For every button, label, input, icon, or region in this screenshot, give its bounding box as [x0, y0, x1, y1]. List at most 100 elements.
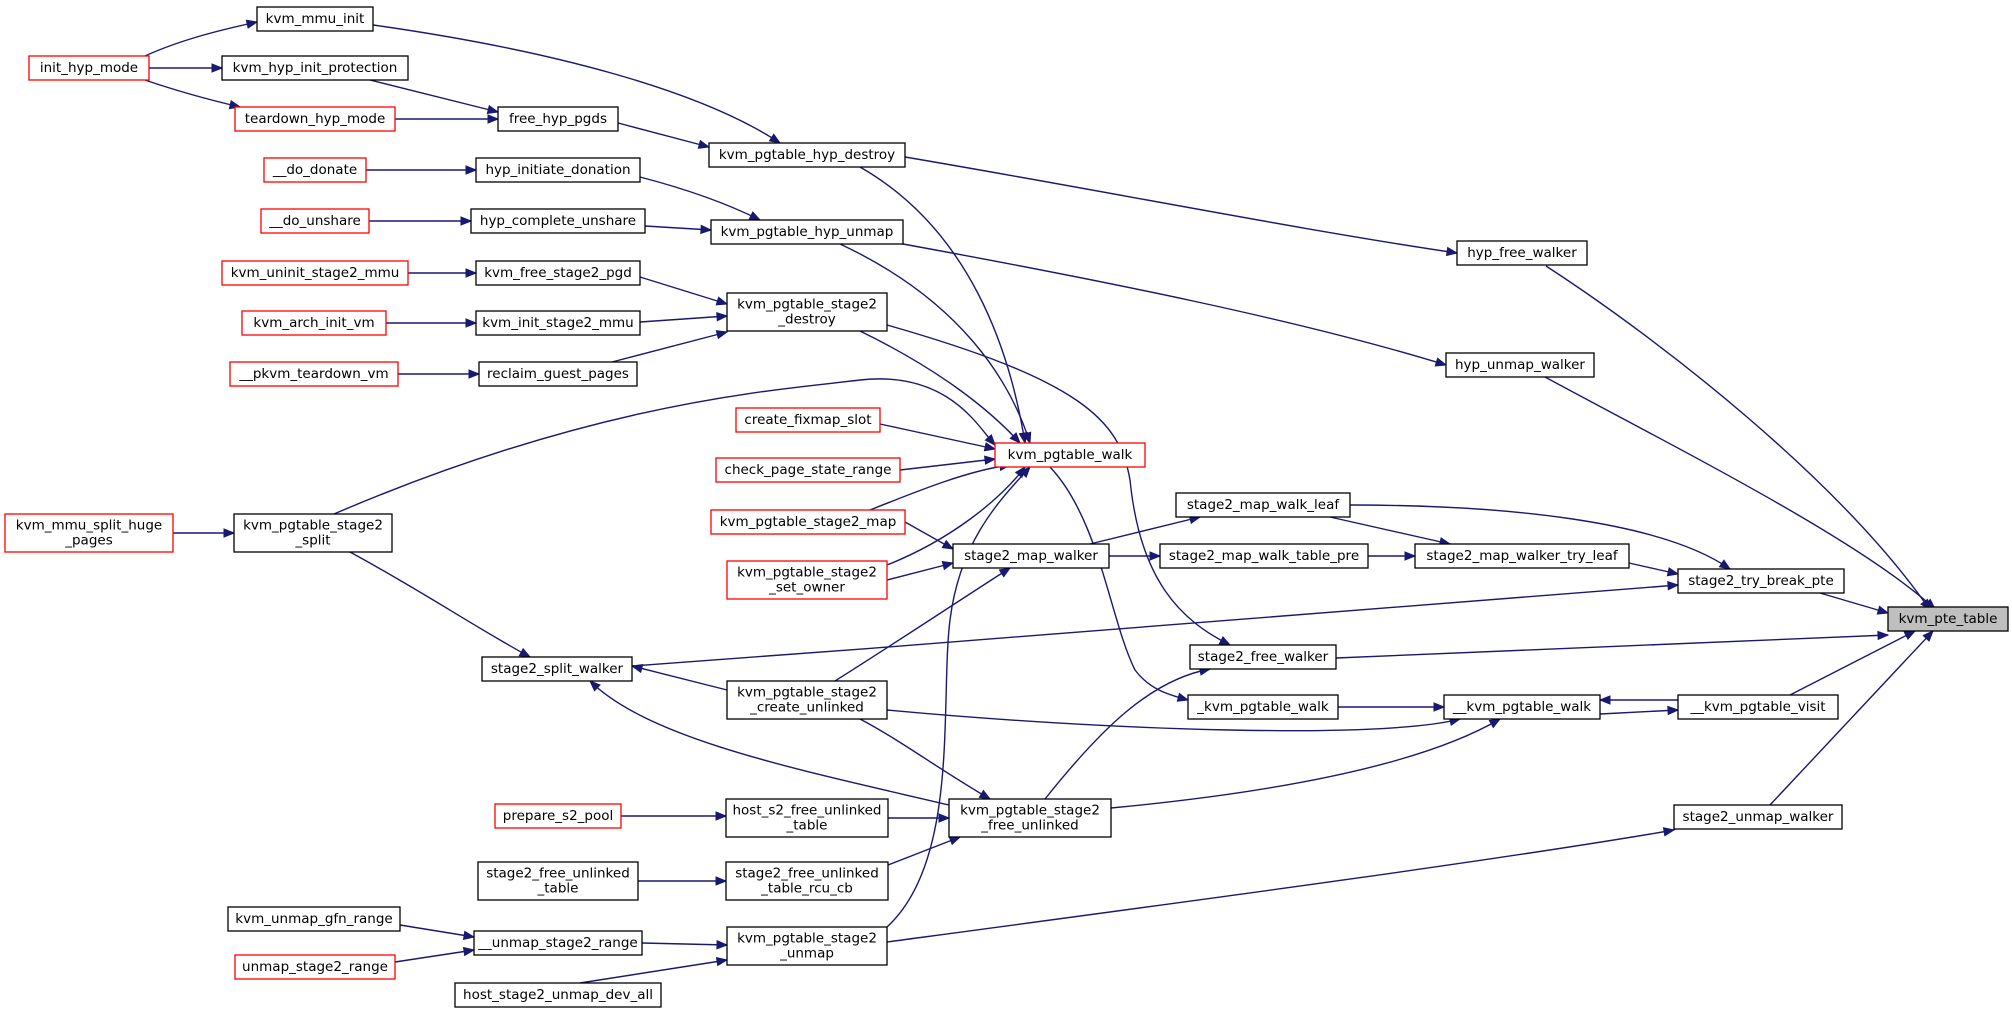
edge-kvm-pgtable-stage2-free-unlinked-to-kvm-pgtable-walk [1110, 718, 1502, 809]
node-kvm-pgtable-stage2-free-unlinked[interactable]: kvm_pgtable_stage2_free_unlinked [948, 798, 1112, 838]
node-box [497, 106, 619, 132]
node-label: kvm_pgtable_stage2 [737, 565, 877, 581]
node-host-stage2-unmap-dev-all[interactable]: host_stage2_unmap_dev_all [454, 982, 662, 1008]
node-kvm-pgtable-stage2-create-unlinked[interactable]: kvm_pgtable_stage2_create_unlinked [726, 680, 888, 720]
node-box [475, 157, 641, 183]
edge-reclaim-guest-pages-to-kvm-pgtable-stage2-destroy [611, 330, 729, 363]
node-stage2-map-walker-try-leaf[interactable]: stage2_map_walker_try_leaf [1414, 543, 1630, 569]
node-label: kvm_hyp_init_protection [233, 60, 398, 76]
node-kvm-free-stage2-pgd[interactable]: kvm_free_stage2_pgd [475, 260, 641, 286]
arrowhead [1666, 567, 1680, 577]
node-kvm-pgtable-stage2-destroy[interactable]: kvm_pgtable_stage2_destroy [726, 292, 888, 332]
edge-kvm-pgtable-stage2-destroy-to-kvm-pgtable-walk [859, 330, 1021, 444]
node-label: hyp_unmap_walker [1455, 357, 1585, 373]
edge-stage2-free-unlinked-table-to-stage2-free-unlinked-table-rcu-cb [638, 876, 728, 886]
node-free-hyp-pgds[interactable]: free_hyp_pgds [497, 106, 619, 132]
node-hyp-complete-unshare[interactable]: hyp_complete_unshare [470, 208, 646, 234]
node-kvm-pgtable-stage2-split[interactable]: kvm_pgtable_stage2_split [233, 513, 393, 553]
node-label: _split [294, 533, 330, 549]
arrowhead [1022, 431, 1032, 445]
arrowhead [715, 956, 729, 967]
edge-kvm-pgtable-hyp-destroy-to-hyp-free-walker [904, 156, 1459, 257]
node-box [735, 407, 881, 433]
node-stage2-free-unlinked-table[interactable]: stage2_free_unlinked_table [477, 861, 639, 901]
node-do-donate[interactable]: __do_donate [263, 157, 367, 183]
node-label: _table [537, 881, 579, 897]
node-unmap-stage2-range[interactable]: unmap_stage2_range [234, 954, 396, 980]
node-box [454, 982, 662, 1008]
node-kvm-pgtable-walk[interactable]: _kvm_pgtable_walk [1187, 694, 1339, 720]
node-stage2-free-walker[interactable]: stage2_free_walker [1189, 644, 1337, 670]
node-kvm-pgtable-visit[interactable]: __kvm_pgtable_visit [1677, 694, 1839, 720]
node-label: hyp_complete_unshare [480, 213, 636, 229]
node-kvm-init-stage2-mmu[interactable]: kvm_init_stage2_mmu [475, 310, 641, 336]
edge-kvm-pgtable-stage2-unmap-to-stage2-unmap-walker [886, 827, 1676, 943]
node-unmap-stage2-range[interactable]: __unmap_stage2_range [473, 930, 643, 956]
node-pkvm-teardown-vm[interactable]: __pkvm_teardown_vm [229, 361, 399, 387]
node-stage2-map-walk-leaf[interactable]: stage2_map_walk_leaf [1175, 492, 1351, 518]
edge-stage2-map-walker-to-stage2-map-walk-table-pre [1109, 551, 1162, 561]
node-hyp-free-walker[interactable]: hyp_free_walker [1456, 240, 1588, 266]
edge-stage2-map-walker-try-leaf-to-stage2-try-break-pte [1628, 562, 1680, 577]
node-hyp-unmap-walker[interactable]: hyp_unmap_walker [1445, 352, 1595, 378]
node-teardown-hyp-mode[interactable]: teardown_hyp_mode [234, 106, 396, 132]
node-kvm-pgtable-walk[interactable]: kvm_pgtable_walk [994, 442, 1146, 468]
node-host-s2-free-unlinked-table[interactable]: host_s2_free_unlinked_table [725, 798, 889, 838]
node-kvm-pgtable-stage2-unmap[interactable]: kvm_pgtable_stage2_unmap [726, 926, 888, 966]
node-stage2-split-walker[interactable]: stage2_split_walker [481, 656, 633, 682]
node-kvm-pte-table[interactable]: kvm_pte_table [1887, 606, 2009, 632]
node-create-fixmap-slot[interactable]: create_fixmap_slot [735, 407, 881, 433]
node-label: create_fixmap_slot [744, 412, 871, 428]
node-kvm-arch-init-vm[interactable]: kvm_arch_init_vm [241, 310, 387, 336]
edge-stage2-split-walker-to-stage2-try-break-pte [631, 581, 1680, 667]
node-kvm-pgtable-stage2-set-owner[interactable]: kvm_pgtable_stage2_set_owner [726, 560, 888, 600]
node-stage2-unmap-walker[interactable]: stage2_unmap_walker [1673, 804, 1843, 830]
node-label: prepare_s2_pool [503, 808, 614, 824]
node-kvm-hyp-init-protection[interactable]: kvm_hyp_init_protection [221, 55, 409, 81]
node-box [494, 803, 622, 829]
node-kvm-uninit-stage2-mmu[interactable]: kvm_uninit_stage2_mmu [221, 260, 409, 286]
arrowhead [978, 789, 992, 800]
node-stage2-free-unlinked-table-rcu-cb[interactable]: stage2_free_unlinked_table_rcu_cb [725, 861, 889, 901]
node-kvm-pgtable-stage2-map[interactable]: kvm_pgtable_stage2_map [710, 509, 906, 535]
edge-host-stage2-unmap-dev-all-to-kvm-pgtable-stage2-unmap [579, 956, 729, 984]
node-kvm-pgtable-walk[interactable]: __kvm_pgtable_walk [1443, 694, 1601, 720]
node-label: stage2_free_walker [1198, 649, 1329, 665]
node-box [1175, 492, 1351, 518]
node-box [1159, 543, 1369, 569]
node-box [726, 292, 888, 332]
node-stage2-map-walker[interactable]: stage2_map_walker [952, 543, 1110, 569]
node-kvm-unmap-gfn-range[interactable]: kvm_unmap_gfn_range [227, 906, 401, 932]
node-do-unshare[interactable]: __do_unshare [260, 208, 370, 234]
node-label: hyp_initiate_donation [485, 162, 630, 178]
node-hyp-initiate-donation[interactable]: hyp_initiate_donation [475, 157, 641, 183]
edge-init-hyp-mode-to-teardown-hyp-mode [144, 79, 242, 110]
node-box [234, 954, 396, 980]
arrowhead [487, 114, 500, 124]
edges-layer [144, 19, 1937, 984]
arrowhead [715, 811, 728, 821]
node-kvm-pgtable-hyp-unmap[interactable]: kvm_pgtable_hyp_unmap [710, 219, 904, 245]
edge-kvm-mmu-init-to-kvm-pgtable-hyp-destroy [372, 24, 782, 144]
arrowhead [465, 318, 478, 328]
node-stage2-map-walk-table-pre[interactable]: stage2_map_walk_table_pre [1159, 543, 1369, 569]
node-kvm-pgtable-hyp-destroy[interactable]: kvm_pgtable_hyp_destroy [708, 142, 906, 168]
edge-pkvm-teardown-vm-to-reclaim-guest-pages [398, 369, 481, 379]
node-stage2-try-break-pte[interactable]: stage2_try_break_pte [1677, 568, 1845, 594]
node-prepare-s2-pool[interactable]: prepare_s2_pool [494, 803, 622, 829]
node-check-page-state-range[interactable]: check_page_state_range [715, 457, 901, 483]
edge-kvm-pgtable-hyp-unmap-to-hyp-unmap-walker [902, 243, 1448, 367]
node-label: stage2_map_walker_try_leaf [1426, 548, 1618, 564]
node-kvm-mmu-split-huge-pages[interactable]: kvm_mmu_split_huge_pages [4, 513, 174, 553]
node-label: kvm_pte_table [1899, 611, 1998, 627]
arrowhead [1218, 635, 1232, 646]
node-label: unmap_stage2_range [242, 959, 388, 975]
node-reclaim-guest-pages[interactable]: reclaim_guest_pages [478, 361, 638, 387]
node-kvm-mmu-init[interactable]: kvm_mmu_init [256, 6, 374, 32]
arrowhead [1876, 605, 1890, 615]
node-label: stage2_map_walk_leaf [1187, 497, 1341, 513]
node-init-hyp-mode[interactable]: init_hyp_mode [28, 55, 150, 81]
edge-kvm-arch-init-vm-to-kvm-init-stage2-mmu [386, 318, 478, 328]
node-box [263, 157, 367, 183]
edge-stage2-free-unlinked-table-rcu-cb-to-kvm-pgtable-stage2-free-unlinked [887, 836, 962, 866]
